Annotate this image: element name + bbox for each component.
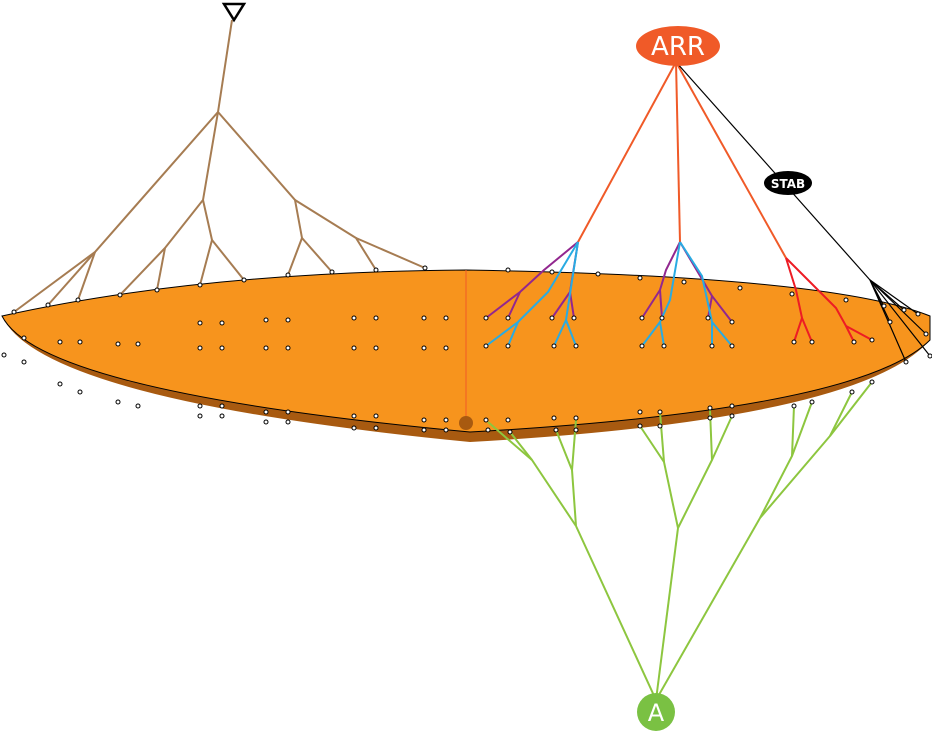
a-node-label: A [648,699,665,727]
board-center-hole [459,416,473,430]
arr-node-label: ARR [651,32,705,62]
arr-node[interactable]: ARR [636,26,720,66]
tan-tree [13,19,426,313]
blue-branches [485,241,733,347]
board-dots [1,265,932,435]
stab-node[interactable]: STAB [764,171,812,195]
stab-tree [675,61,931,363]
a-tree [487,381,873,701]
stab-node-label: STAB [771,177,805,191]
a-node[interactable]: A [637,693,675,731]
triangle-down-icon [221,2,247,23]
arr-tree [577,61,787,259]
red-branches [785,257,873,343]
